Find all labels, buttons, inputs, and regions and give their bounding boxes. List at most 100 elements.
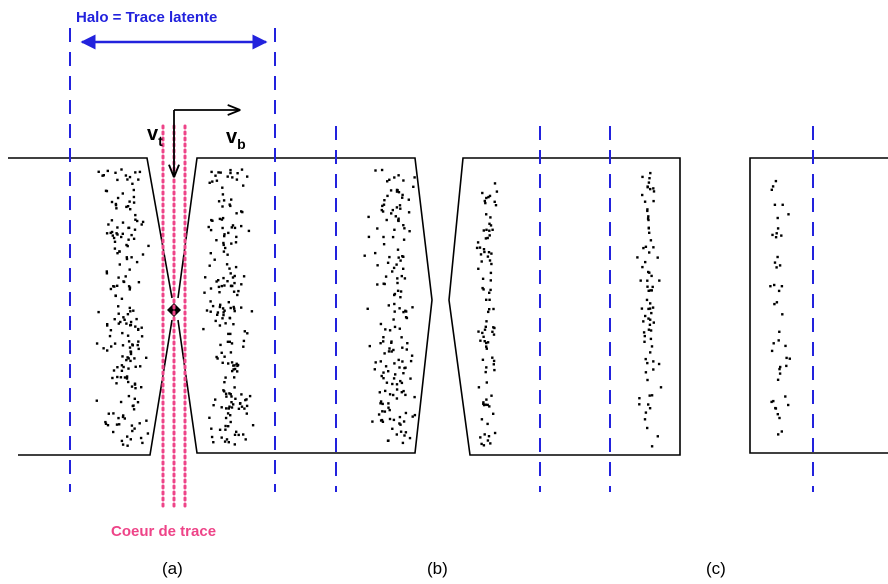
- defect-dot: [122, 280, 126, 284]
- defect-dot: [397, 256, 400, 259]
- defect-dot: [219, 303, 222, 306]
- defect-dot: [245, 404, 249, 408]
- defect-dot: [129, 350, 132, 353]
- defect-dot: [121, 192, 124, 195]
- defect-dot: [646, 217, 650, 220]
- defect-dot: [395, 190, 399, 193]
- defect-dot: [770, 188, 773, 191]
- defect-dot: [216, 313, 219, 316]
- defect-dot: [233, 307, 236, 310]
- defect-dot: [404, 393, 407, 397]
- defect-dot: [117, 305, 120, 308]
- defect-dot: [399, 379, 402, 383]
- defect-dot: [125, 322, 128, 325]
- defect-dot: [133, 383, 137, 386]
- defect-dot: [647, 218, 650, 222]
- defect-dot: [394, 215, 397, 218]
- defect-dot: [134, 387, 137, 390]
- defect-dot: [217, 171, 220, 174]
- defect-dot: [407, 211, 411, 214]
- defect-dot: [482, 288, 485, 291]
- defect-dot: [222, 199, 226, 202]
- defect-dot: [379, 402, 382, 405]
- defect-dot: [213, 258, 216, 261]
- defect-dot: [225, 395, 228, 398]
- defect-dot: [227, 231, 230, 235]
- defect-dot: [126, 334, 130, 337]
- defect-dot: [393, 293, 396, 297]
- defect-dot: [642, 331, 646, 334]
- defect-dot: [652, 190, 656, 193]
- defect-dot: [485, 366, 488, 369]
- defect-dot: [494, 204, 498, 207]
- defect-dot: [658, 279, 661, 282]
- defect-dot: [230, 198, 233, 201]
- defect-dot: [488, 234, 491, 237]
- defect-dot: [479, 339, 482, 342]
- defect-dot: [221, 205, 224, 208]
- defect-dot: [492, 333, 496, 336]
- defect-dot: [128, 175, 132, 179]
- defect-dot: [648, 177, 651, 180]
- defect-dot: [130, 233, 133, 237]
- defect-dot: [483, 250, 486, 254]
- defect-dot: [486, 255, 490, 258]
- defect-dot: [478, 246, 482, 249]
- defect-dot: [230, 242, 233, 245]
- halo-boundaries: [69, 28, 814, 492]
- defect-dot: [238, 402, 242, 405]
- defect-dot: [228, 267, 231, 270]
- defect-dot: [225, 438, 229, 441]
- defect-dot: [229, 393, 232, 396]
- defect-dot: [475, 246, 479, 250]
- defect-dot: [134, 325, 137, 328]
- defect-dot: [391, 208, 394, 212]
- defect-dot: [771, 185, 775, 188]
- defect-dot: [778, 416, 781, 420]
- defect-dot: [772, 342, 775, 345]
- defect-dot: [223, 440, 227, 443]
- defect-dot: [402, 179, 405, 182]
- defect-dot: [484, 325, 487, 328]
- defect-dot: [212, 441, 215, 444]
- defect-dot: [482, 229, 485, 232]
- defect-dot: [245, 412, 248, 415]
- defect-dot: [648, 251, 651, 254]
- defect-dot: [773, 203, 777, 206]
- defect-dot: [113, 240, 117, 243]
- defect-dot: [218, 305, 222, 309]
- defect-dot: [224, 416, 228, 420]
- defect-dot: [413, 395, 416, 399]
- defect-dot: [644, 371, 648, 374]
- defect-dot: [488, 259, 492, 262]
- defect-dot: [404, 316, 408, 319]
- defect-dot: [228, 317, 232, 320]
- defect-dot: [121, 415, 125, 419]
- defect-dot: [107, 223, 110, 226]
- defect-dot: [489, 279, 492, 282]
- defect-dot: [387, 350, 391, 353]
- defect-dot: [486, 341, 490, 344]
- defect-dot: [772, 399, 775, 403]
- defect-dot: [112, 285, 115, 288]
- defect-dot: [106, 323, 109, 326]
- defect-dot: [130, 256, 133, 259]
- defect-dot: [482, 335, 485, 338]
- defect-dot: [398, 204, 402, 207]
- defect-dot: [395, 383, 399, 386]
- defect-dot: [104, 420, 107, 424]
- defect-dot: [366, 307, 369, 310]
- defect-dot: [110, 345, 113, 348]
- defect-dot: [229, 204, 232, 208]
- defect-dot: [379, 322, 383, 326]
- defect-dot: [115, 207, 118, 210]
- defect-dot: [402, 389, 405, 393]
- defect-dot: [381, 410, 384, 413]
- defect-dot: [411, 415, 414, 418]
- defect-dot: [646, 185, 649, 188]
- defect-dot: [486, 236, 489, 240]
- defect-dot: [489, 216, 492, 219]
- defect-dot: [485, 298, 488, 301]
- defect-dot: [246, 175, 249, 178]
- defect-dot: [228, 340, 231, 343]
